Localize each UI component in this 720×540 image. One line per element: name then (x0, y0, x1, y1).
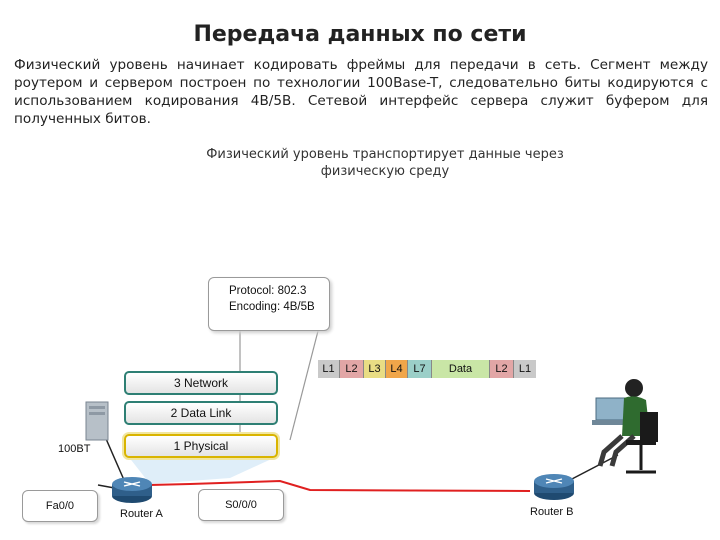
caption-line-1: Физический уровень транспортирует данные… (206, 147, 564, 162)
interface-serial-box: S0/0/0 (198, 489, 284, 521)
router-a-label: Router A (120, 508, 163, 520)
router-b-label: Router B (530, 506, 574, 518)
description-paragraph: Физический уровень начинает кодировать ф… (14, 57, 708, 127)
frame-seg-l4: L4 (386, 360, 408, 378)
interface-fa-label: Fa0/0 (45, 500, 75, 512)
server-icon (85, 401, 109, 441)
layer-data-link: 2 Data Link (124, 401, 278, 425)
serial-link (149, 479, 531, 492)
frame-seg-l7: L7 (408, 360, 432, 378)
callout-line-right (289, 330, 319, 441)
link-speed-label: 100BT (58, 443, 91, 455)
frame-seg-l1-start: L1 (318, 360, 340, 378)
signal-beam (128, 456, 278, 484)
router-a-icon (112, 477, 152, 503)
frame-seg-l2: L2 (340, 360, 364, 378)
diagram-caption: Физический уровень транспортирует данные… (170, 146, 600, 180)
protocol-info-box: Protocol: 802.3 Encoding: 4B/5B (208, 277, 330, 331)
pc-link (569, 454, 619, 481)
interface-fa-box: Fa0/0 (22, 490, 98, 522)
caption-line-2: физическую среду (320, 164, 450, 179)
frame-seg-data: Data (432, 360, 490, 378)
frame-seg-l1-end: L1 (514, 360, 536, 378)
frame-seg-l3: L3 (364, 360, 386, 378)
frame-seg-l2-trailer: L2 (490, 360, 514, 378)
interface-serial-label: S0/0/0 (225, 499, 257, 511)
page-title: Передача данных по сети (193, 22, 527, 47)
layer-network: 3 Network (124, 371, 278, 395)
person-at-computer-icon (592, 379, 658, 474)
frame-structure: L1 L2 L3 L4 L7 Data L2 L1 (318, 360, 536, 378)
protocol-label: Protocol: 802.3 (229, 285, 307, 297)
layer-physical: 1 Physical (124, 434, 278, 458)
encoding-label: Encoding: 4B/5B (229, 301, 315, 313)
router-b-icon (534, 474, 574, 500)
